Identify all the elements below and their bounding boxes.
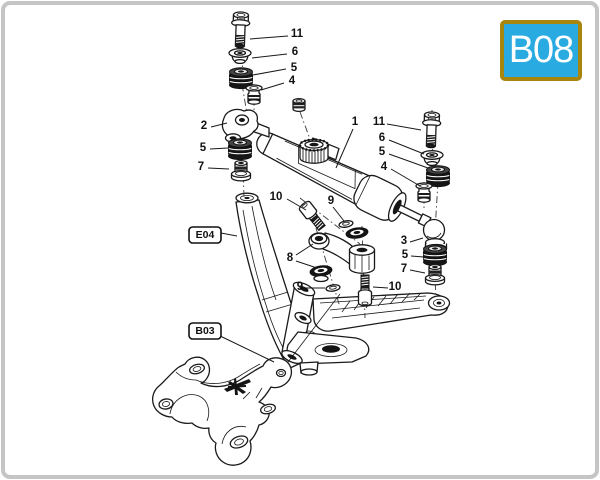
part-washer-9-lower [324,283,342,293]
callout-6: 6 [379,132,385,144]
part-bolt-11-left [230,11,251,49]
callout-9: 9 [297,281,303,293]
callout-7: 7 [401,263,407,275]
ref-box-e04[interactable]: E04 [188,226,222,244]
part-washer-6-left [228,48,252,65]
part-frame-steering-head [281,281,451,376]
callout-5: 5 [291,62,298,74]
ref-box-rect [188,226,222,244]
leader-line [295,260,318,269]
ref-box-rect [188,322,222,340]
leader-line [220,232,238,237]
leader-line [286,198,307,211]
leader-line [207,167,230,170]
callout-5: 5 [200,142,207,154]
part-spacer-4-left [245,84,263,105]
part-washer-6-right [420,150,444,167]
part-bolt-11-right [421,111,442,149]
part-bearing-upper [344,226,370,240]
callout-9: 9 [328,195,334,207]
leader-line [335,128,354,169]
callout-3: 3 [401,235,407,247]
leader-line [210,122,228,128]
leader-line [390,168,421,187]
part-rod-end-2 [221,108,270,143]
leader-line [249,35,289,40]
part-bolt-10-lower [357,274,373,307]
callout-8: 8 [287,252,294,264]
callout-5: 5 [379,146,386,158]
leader-line [409,237,424,243]
part-bolt-10-upper [297,199,328,233]
leader-line [409,269,426,274]
callout-2: 2 [201,120,207,132]
callout-6: 6 [292,46,298,58]
part-spacer-4-right [415,182,433,203]
ref-box-label: B03 [195,325,214,337]
part-bracket-b03 [152,356,293,466]
part-spacer-7-right [424,263,446,286]
callout-4: 4 [381,161,388,173]
leader-line [295,243,314,256]
leader-line [388,153,429,169]
ref-box-label: E04 [196,229,215,241]
part-adjuster-knob [298,138,330,164]
part-spacer-7-left [230,159,252,182]
leader-line [410,255,425,258]
part-link-arm-8 [308,232,376,274]
callout-10: 10 [270,191,283,203]
part-adjuster-cap [292,97,306,113]
callout-1: 1 [352,116,359,128]
part-bearing-lower-flange [313,274,329,283]
leader-line [388,139,425,155]
part-washer-9-upper [337,219,355,229]
callout-4: 4 [289,75,296,87]
part-link-group [297,199,376,307]
leader-line [332,206,345,222]
callout-5: 5 [402,249,409,261]
callout-10: 10 [389,281,402,293]
leader-line [386,123,422,131]
leader-line [260,82,285,91]
callout-11: 11 [291,28,304,40]
brand-logo-mark [224,378,251,395]
callout-11: 11 [373,116,386,128]
page-code-badge[interactable]: B08 [500,20,582,81]
part-bushing-5-right-lower [423,244,447,267]
callout-7: 7 [198,161,204,173]
page-code-label: B08 [508,29,575,71]
leader-line [372,286,389,289]
leader-line [251,53,288,59]
leader-line [252,68,287,76]
ref-box-b03[interactable]: B03 [188,322,222,340]
leader-line [209,147,229,150]
leader-line [215,333,275,363]
part-bushing-5-left-lower [228,138,252,161]
